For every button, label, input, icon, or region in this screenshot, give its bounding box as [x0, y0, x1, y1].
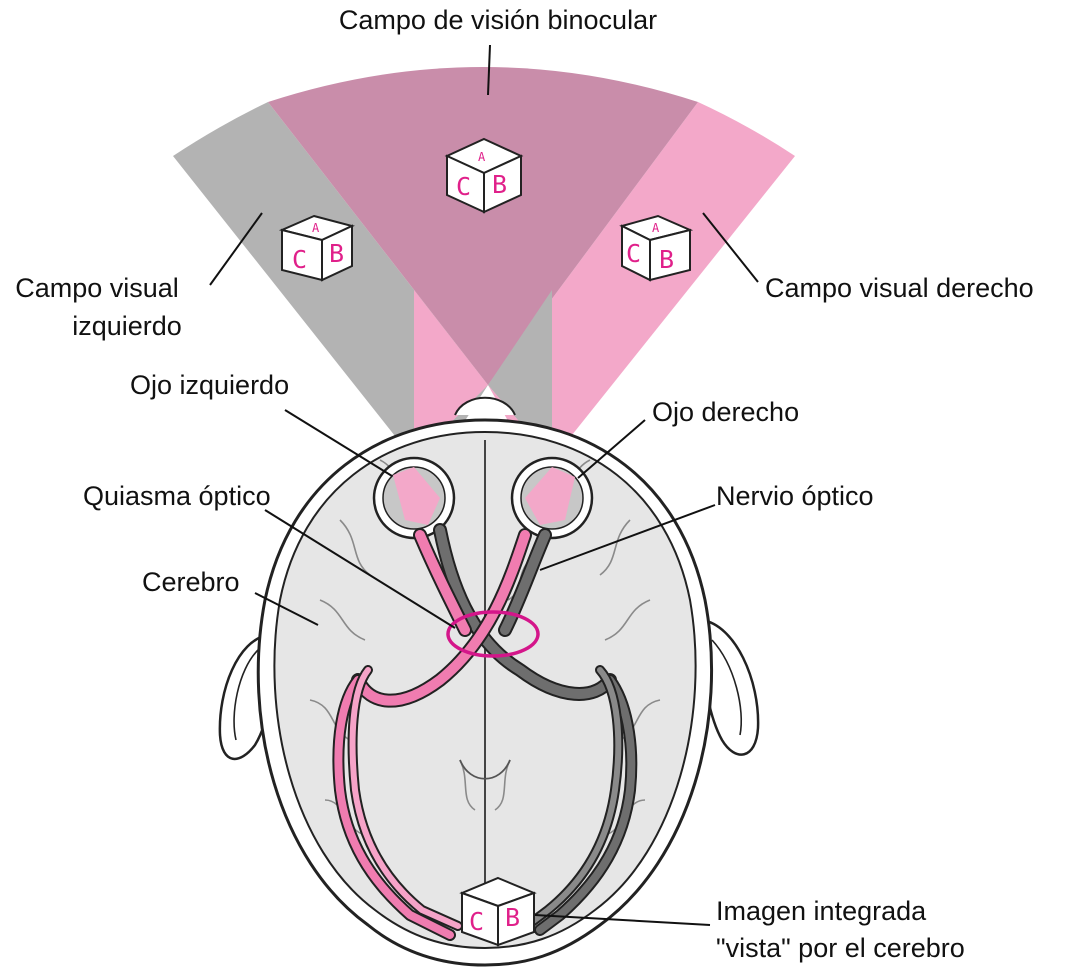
cube-face-a: A — [312, 221, 320, 235]
cube-left-field: C B A — [278, 214, 355, 282]
optic-pathways — [332, 523, 638, 941]
cube-face-b: B — [659, 245, 674, 274]
label-optic-nerve: Nervio óptico — [716, 481, 874, 511]
right-eye-gray-beam — [488, 290, 552, 460]
label-brain: Cerebro — [142, 567, 240, 597]
labels: Campo de visión binocular Campo visual i… — [15, 5, 1033, 963]
right-eye — [510, 456, 594, 540]
cube-face-c: C — [469, 907, 484, 936]
cube-integrated: C B — [459, 876, 537, 947]
optic-chiasm-ring — [446, 610, 540, 658]
head — [256, 396, 714, 967]
pink-pathway — [332, 528, 532, 941]
cube-face-b: B — [492, 170, 507, 199]
cube-face-b: B — [505, 903, 520, 932]
leader-lines — [209, 44, 759, 926]
visual-fields — [173, 67, 795, 475]
label-left-field-line2: izquierdo — [72, 311, 182, 341]
right-visual-field — [488, 102, 795, 460]
cube-right-field: C B A — [619, 214, 694, 282]
cube-face-c: C — [292, 245, 307, 274]
cube-face-c: C — [456, 172, 471, 201]
cube-face-b: B — [329, 239, 344, 268]
cube-face-a: A — [652, 221, 660, 235]
label-left-field-line1: Campo visual — [15, 273, 179, 303]
label-integrated-line2: "vista" por el cerebro — [716, 933, 965, 963]
cube-face-c: C — [626, 239, 641, 268]
binocular-field — [268, 67, 698, 385]
cube-binocular: C B A — [444, 137, 524, 214]
left-eye-pink-beam — [414, 290, 488, 460]
left-visual-field — [173, 102, 488, 460]
label-integrated-line1: Imagen integrada — [716, 896, 927, 926]
label-binocular-field: Campo de visión binocular — [339, 5, 657, 35]
gray-pathway — [433, 523, 638, 936]
label-right-eye: Ojo derecho — [652, 397, 799, 427]
label-optic-chiasm: Quiasma óptico — [83, 481, 271, 511]
label-right-field: Campo visual derecho — [765, 273, 1034, 303]
label-left-eye: Ojo izquierdo — [130, 370, 289, 400]
cube-face-a: A — [478, 150, 486, 164]
